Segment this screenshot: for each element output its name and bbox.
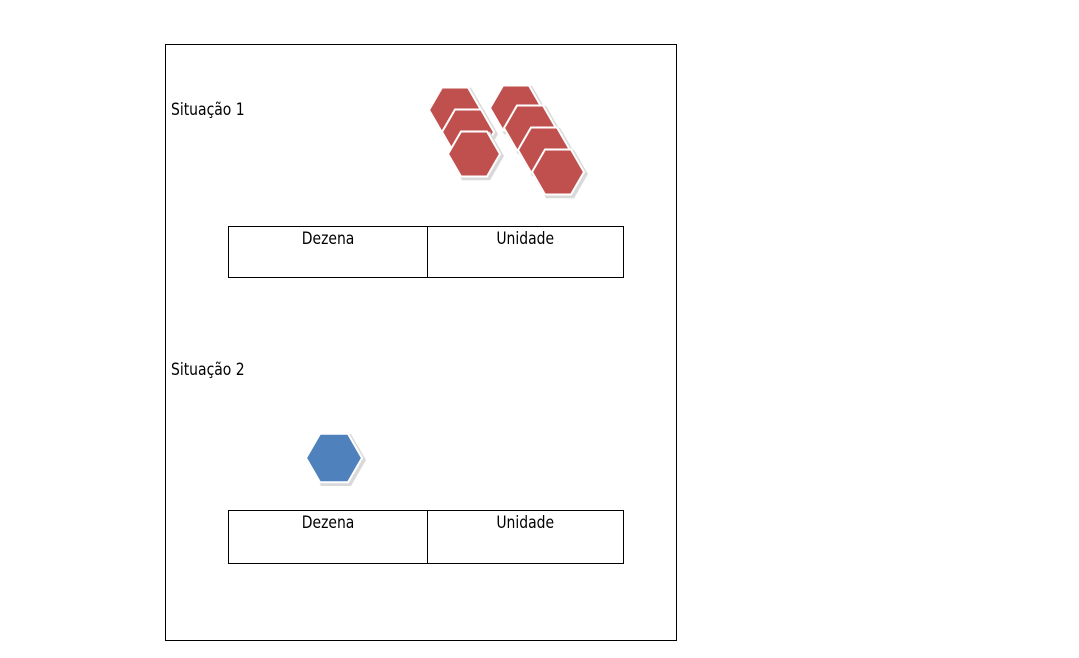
red-hexagon-piece-7	[530, 148, 586, 196]
blue-hexagon-piece-1	[304, 432, 364, 484]
situation-2-pieces	[304, 432, 366, 486]
table-1-units-column: Unidade	[496, 229, 555, 249]
table-2-tens-column: Dezena	[229, 511, 428, 563]
red-hexagon-piece-3	[446, 130, 502, 178]
table-2-units-column: Unidade	[496, 513, 555, 533]
place-value-table-2: Dezena Unidade	[228, 510, 624, 564]
situation-1-pieces	[427, 84, 588, 199]
place-value-table-1: Dezena Unidade	[228, 226, 624, 278]
situation-2-title: Situação 2	[171, 360, 245, 380]
situation-1-title: Situação 1	[171, 100, 245, 120]
table-1-tens-column: Dezena	[229, 227, 428, 277]
